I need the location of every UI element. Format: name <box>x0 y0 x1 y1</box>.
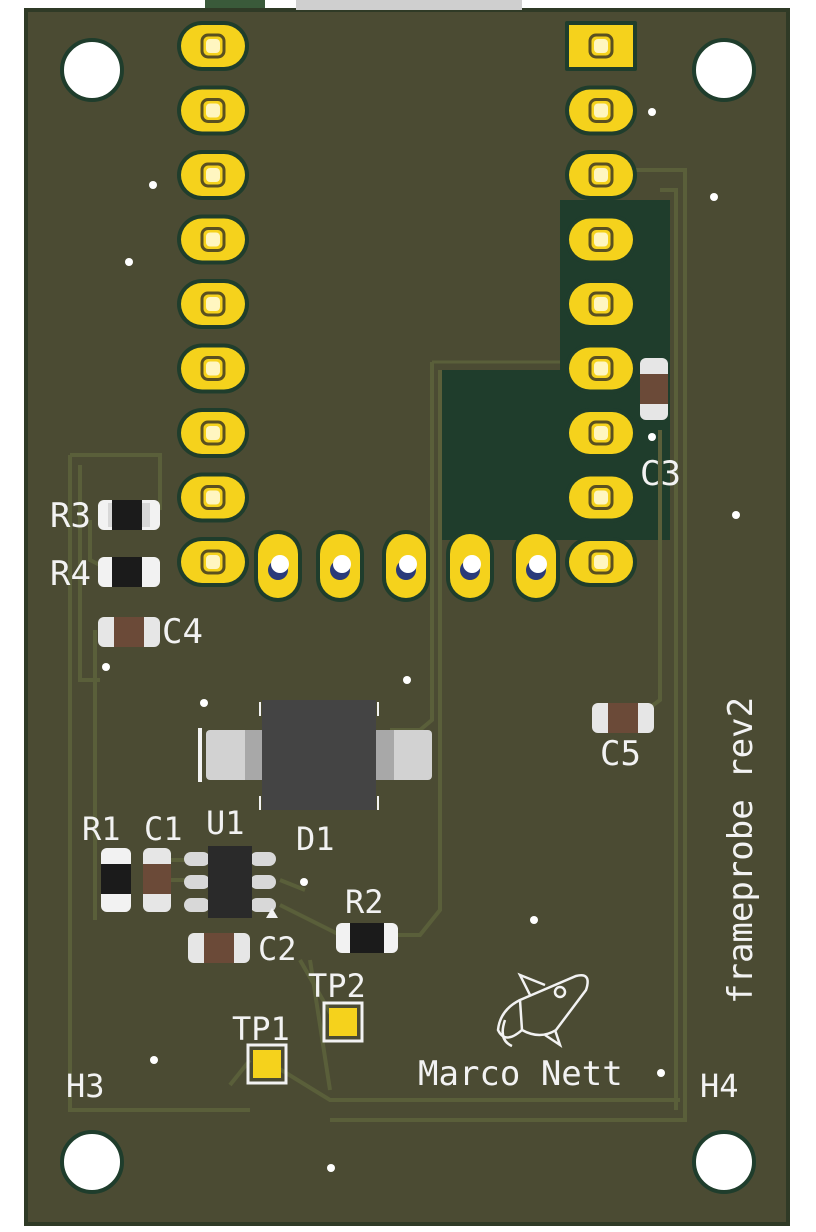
bottom-header-pin <box>382 530 430 602</box>
test-point-tp1 <box>246 1043 288 1085</box>
right-header-pin <box>565 150 637 200</box>
resistor-r3 <box>98 500 160 530</box>
label-h4: H4 <box>700 1067 739 1105</box>
right-pin-header <box>565 21 637 587</box>
capacitor-c4 <box>98 617 160 647</box>
right-header-pin <box>565 408 637 458</box>
label-c1: C1 <box>144 810 183 848</box>
label-u1: U1 <box>206 804 245 842</box>
capacitor-c2 <box>188 933 250 963</box>
bottom-header-pin <box>254 530 302 602</box>
right-header-pin <box>565 21 637 71</box>
mounting-hole-tl <box>60 38 124 102</box>
left-pin-header <box>177 21 249 587</box>
board-title: frameprobe rev2 <box>721 697 761 1004</box>
left-header-pin <box>177 472 249 523</box>
label-r4: R4 <box>50 554 91 594</box>
vias <box>102 108 740 1172</box>
label-c3: C3 <box>640 454 681 494</box>
label-tp2: TP2 <box>308 967 366 1005</box>
test-point-tp2 <box>322 1001 364 1043</box>
diode-d1 <box>198 700 432 810</box>
resistor-r2 <box>336 923 398 953</box>
left-header-pin <box>177 343 249 394</box>
left-header-pin <box>177 214 249 265</box>
mounting-hole-tr <box>692 38 756 102</box>
author-credit: Marco Nett <box>418 1054 623 1094</box>
bottom-pin-row <box>254 530 560 602</box>
bottom-header-pin <box>316 530 364 602</box>
label-d1: D1 <box>296 820 335 858</box>
right-header-pin <box>565 85 637 136</box>
bottom-header-pin <box>446 530 494 602</box>
right-header-pin <box>565 343 637 394</box>
right-header-pin <box>565 279 637 329</box>
label-r3: R3 <box>50 496 91 536</box>
left-header-pin <box>177 150 249 200</box>
ic-u1 <box>184 846 278 918</box>
capacitor-c3 <box>640 358 668 420</box>
label-c5: C5 <box>600 734 641 774</box>
bottom-header-pin <box>512 530 560 602</box>
label-r1: R1 <box>82 810 121 848</box>
left-header-pin <box>177 408 249 458</box>
label-c4: C4 <box>162 612 203 652</box>
left-header-pin <box>177 279 249 329</box>
label-r2: R2 <box>345 883 384 921</box>
usb-connector-lip <box>205 0 265 8</box>
mounting-holes <box>60 38 756 1194</box>
mounting-hole-h4 <box>692 1130 756 1194</box>
capacitor-c1 <box>143 848 171 912</box>
resistor-r1 <box>101 848 131 912</box>
mounting-hole-h3 <box>60 1130 124 1194</box>
rocket-icon <box>496 972 589 1049</box>
right-header-pin <box>565 472 637 523</box>
label-c2: C2 <box>258 930 297 968</box>
label-tp1: TP1 <box>232 1010 290 1048</box>
usb-connector <box>296 0 522 10</box>
right-header-pin <box>565 537 637 587</box>
left-header-pin <box>177 21 249 71</box>
left-header-pin <box>177 85 249 136</box>
left-header-pin <box>177 537 249 587</box>
label-h3: H3 <box>66 1067 105 1105</box>
capacitor-c5 <box>592 703 654 733</box>
right-header-pin <box>565 214 637 265</box>
resistor-r4 <box>98 557 160 587</box>
